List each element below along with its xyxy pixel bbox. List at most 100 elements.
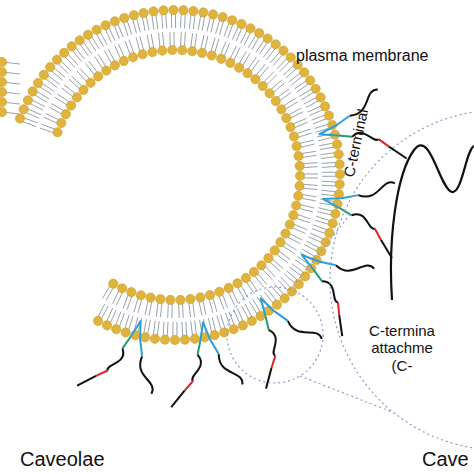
lipid-head: [189, 6, 198, 15]
lipid-head: [257, 261, 266, 270]
scaffolding-segment: [195, 341, 202, 355]
lipid-head: [150, 334, 159, 343]
lipid-head: [306, 76, 315, 85]
lipid-head: [121, 328, 130, 337]
c-terminal-chain: [389, 143, 407, 162]
lipid-head: [101, 21, 110, 30]
scaffolding-segment: [261, 317, 272, 331]
lipid-head: [129, 53, 138, 62]
caveolin: [158, 317, 245, 407]
attachment-segment: [267, 356, 280, 368]
lipid-head: [102, 66, 111, 75]
lipid-head: [233, 279, 242, 288]
lipid-head: [265, 89, 274, 98]
lipid-head: [289, 211, 298, 220]
caveolin-proteins: [77, 87, 406, 408]
lipid-head: [282, 114, 291, 123]
lipid-head: [210, 331, 219, 340]
lipid-head: [311, 84, 320, 93]
lipid-head: [320, 102, 329, 111]
lipid-head: [160, 335, 169, 344]
lipid-head: [178, 46, 187, 55]
membrane-hairpin: [197, 321, 219, 357]
lipid-head: [243, 69, 252, 78]
lipid-head: [180, 335, 189, 344]
lipid-head: [19, 105, 28, 114]
c-terminal-chain: [169, 391, 187, 408]
chain-segment: [261, 329, 285, 356]
n-terminal-chain: [287, 311, 322, 350]
lipid-head: [75, 36, 84, 45]
lipid-head: [170, 335, 179, 344]
c-terminal-chain: [77, 372, 96, 389]
chain-segment: [350, 213, 377, 229]
lipid-head: [300, 68, 309, 77]
lipid-head: [295, 171, 304, 180]
lipid-head: [110, 17, 119, 26]
lipid-head: [94, 72, 103, 81]
lipid-head: [0, 107, 7, 116]
lipid-head: [295, 161, 304, 170]
lipid-head: [92, 25, 101, 34]
scaffolding-segment: [122, 336, 130, 350]
lipid-head: [66, 101, 75, 110]
membrane-label: plasma membrane: [296, 47, 429, 65]
lipid-head: [138, 50, 147, 59]
zoom-leader: [300, 376, 392, 412]
attachment-segment: [96, 368, 108, 378]
lipid-head: [67, 42, 76, 51]
lipid-head: [277, 105, 286, 114]
lipid-head: [241, 273, 250, 282]
lipid-head: [264, 254, 273, 263]
terminus-label: C-terminal: [340, 107, 371, 178]
lipid-head: [112, 325, 121, 334]
lipid-head: [226, 58, 235, 67]
region-caption: Cave: [422, 448, 469, 471]
lipid-head: [234, 63, 243, 72]
attachment-segment: [333, 302, 345, 315]
lipid-head: [0, 67, 7, 76]
callout-circle: [227, 287, 323, 383]
attachment-segment: [379, 137, 389, 149]
c-terminal-chain: [331, 315, 351, 336]
lipid-head: [334, 150, 343, 159]
lipid-head: [228, 16, 237, 25]
lipid-head: [281, 229, 290, 238]
lipid-head: [118, 284, 127, 293]
lipid-head: [109, 279, 118, 288]
n-terminal-chain: [358, 177, 395, 201]
lipid-head: [61, 109, 70, 118]
lipid-head: [0, 97, 7, 106]
lipid-head: [83, 30, 92, 39]
lipid-head: [276, 238, 285, 247]
lipid-head: [110, 61, 119, 70]
lipid-head: [0, 87, 7, 96]
lipid-head: [217, 54, 226, 63]
lipid-head: [292, 201, 301, 210]
lipid-head: [249, 267, 258, 276]
lipid-head: [246, 24, 255, 33]
lipid-head: [186, 294, 195, 303]
lipid-head: [196, 293, 205, 302]
lipid-head: [57, 118, 66, 127]
lipid-head: [208, 10, 217, 19]
attachment-label: C-termina attachme (C-: [360, 322, 444, 374]
lipid-head: [286, 53, 295, 62]
lipid-head: [60, 48, 69, 57]
lipid-head: [331, 209, 340, 218]
lipid-head: [102, 321, 111, 330]
region-caption: Caveolae: [20, 448, 105, 471]
lipid-head: [295, 181, 304, 190]
lipid-head: [251, 75, 260, 84]
lipid-head: [127, 288, 136, 297]
attachment-segment: [183, 381, 194, 391]
lipid-head: [237, 19, 246, 28]
lipid-head: [179, 6, 188, 15]
lipid-head: [333, 140, 342, 149]
lipid-head: [294, 191, 303, 200]
lipid-head: [156, 295, 165, 304]
lipid-head: [148, 47, 157, 56]
lipid-bilayer: [0, 5, 345, 344]
lipid-head: [39, 70, 48, 79]
